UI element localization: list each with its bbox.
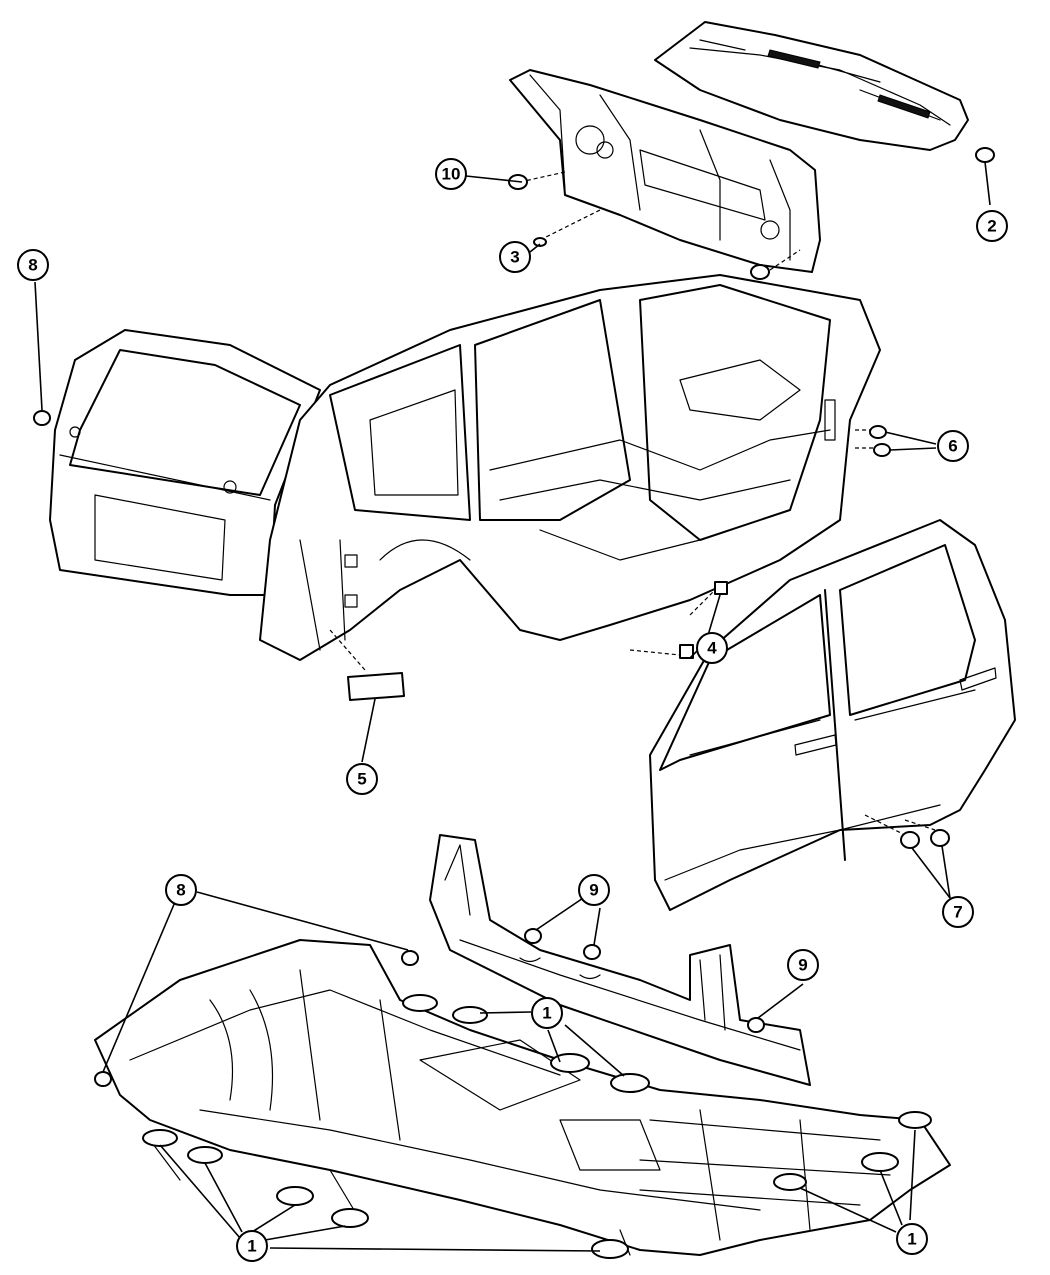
callout-6: 6 xyxy=(937,430,969,462)
doors-drawing xyxy=(649,519,1016,911)
svg-text:8: 8 xyxy=(176,881,185,900)
callout-1-left: 1 xyxy=(236,1230,268,1262)
svg-text:9: 9 xyxy=(798,956,807,975)
plug-6a-drawing xyxy=(869,425,887,439)
leader-lines xyxy=(34,161,991,1252)
svg-text:6: 6 xyxy=(948,437,957,456)
plug-7a-drawing xyxy=(900,831,920,849)
callout-1-right: 1 xyxy=(896,1223,928,1255)
plug-3-drawing xyxy=(533,237,547,247)
plug-9b-drawing xyxy=(583,944,601,960)
plug-4a-drawing xyxy=(679,644,694,659)
plug-4b-drawing xyxy=(714,581,728,595)
svg-text:10: 10 xyxy=(442,165,461,184)
floor-plugs-drawing xyxy=(94,950,932,1259)
body-shell-drawing xyxy=(49,274,881,671)
callout-9-sill: 9 xyxy=(578,874,610,906)
callout-8-floor: 8 xyxy=(165,874,197,906)
callout-7: 7 xyxy=(942,896,974,928)
svg-text:1: 1 xyxy=(247,1237,256,1256)
plug-7b-drawing xyxy=(930,829,950,847)
plug-8-liftgate-drawing xyxy=(33,410,51,426)
plug-dash-drawing xyxy=(750,264,770,280)
svg-text:8: 8 xyxy=(28,256,37,275)
svg-text:9: 9 xyxy=(589,881,598,900)
callout-10: 10 xyxy=(435,158,467,190)
svg-text:5: 5 xyxy=(357,770,366,789)
callout-3: 3 xyxy=(499,241,531,273)
cowl-panel-drawing xyxy=(509,21,969,273)
svg-text:4: 4 xyxy=(707,639,717,658)
svg-text:7: 7 xyxy=(953,903,962,922)
svg-text:1: 1 xyxy=(542,1004,551,1023)
callout-9-rear: 9 xyxy=(787,949,819,981)
plug-2-drawing xyxy=(975,147,995,163)
floor-pan-drawing xyxy=(94,939,951,1256)
patch-5-drawing xyxy=(347,672,405,701)
svg-text:3: 3 xyxy=(510,248,519,267)
svg-text:2: 2 xyxy=(987,217,996,236)
callout-1-center: 1 xyxy=(531,997,563,1029)
callout-8-top: 8 xyxy=(17,249,49,281)
plug-9a-drawing xyxy=(524,928,542,944)
callout-2: 2 xyxy=(976,210,1008,242)
sill-panel-drawing xyxy=(429,834,811,1086)
callout-4: 4 xyxy=(696,632,728,664)
svg-text:1: 1 xyxy=(907,1230,916,1249)
plug-9c-drawing xyxy=(747,1017,765,1033)
plug-6b-drawing xyxy=(873,443,891,457)
callout-5: 5 xyxy=(346,763,378,795)
